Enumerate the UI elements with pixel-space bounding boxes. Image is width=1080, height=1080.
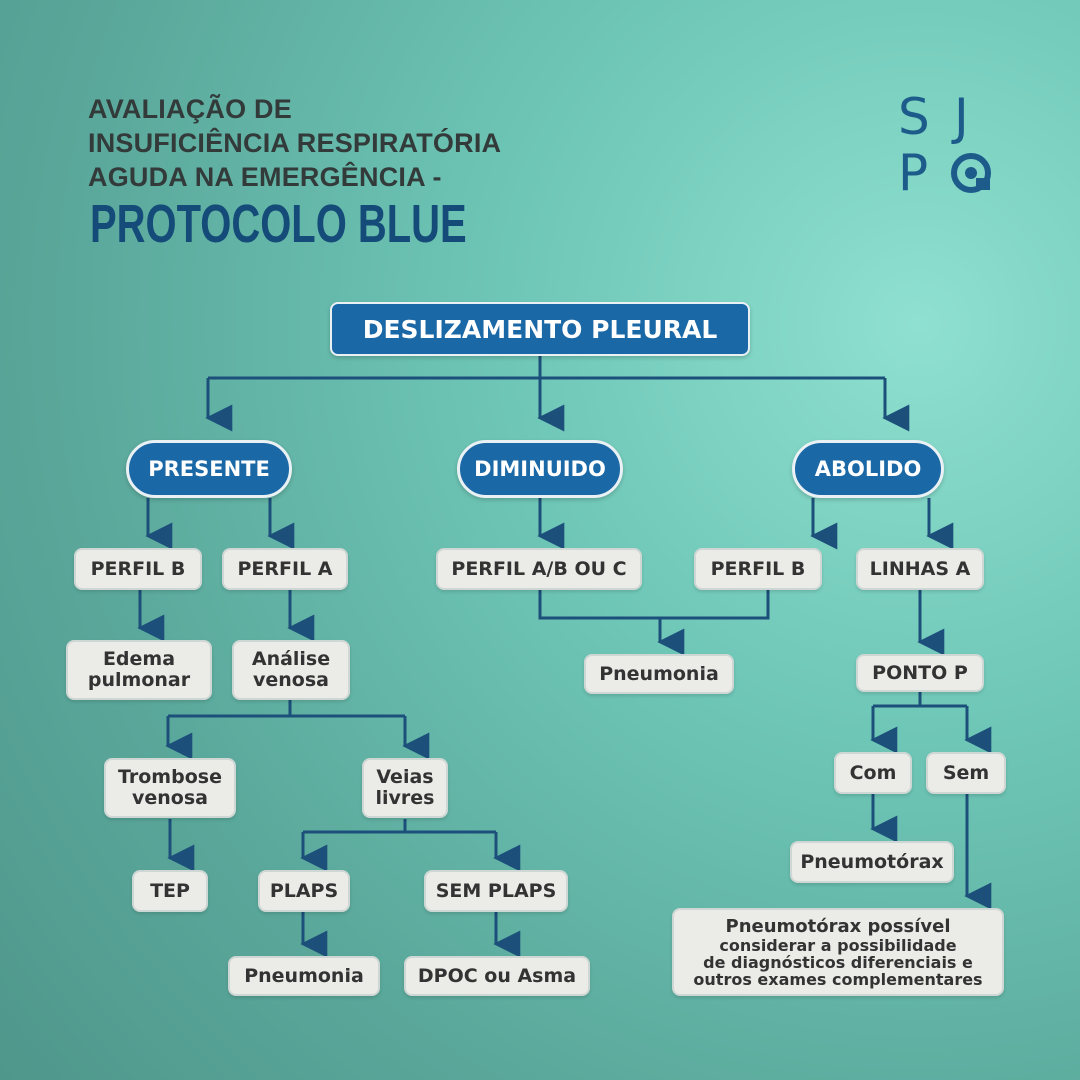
sjp-logo: S J P <box>896 92 996 202</box>
pneumonia-bottom-label: Pneumonia <box>244 964 364 987</box>
analise-line-1: Análise <box>251 648 331 670</box>
title-line-2: INSUFICIÊNCIA RESPIRATÓRIA <box>88 128 502 158</box>
pneumotorax-label: Pneumotórax <box>800 850 944 873</box>
possivel-line-2: considerar a possibilidade <box>719 936 957 955</box>
title-line-1: AVALIAÇÃO DE <box>88 94 292 124</box>
ponto-p-label: PONTO P <box>872 661 968 684</box>
tep-label: TEP <box>150 879 190 902</box>
trombose-line-2: venosa <box>132 787 208 809</box>
perfil-b-left-node: PERFIL B <box>74 548 202 590</box>
target-icon <box>951 153 991 193</box>
logo-letter-j: J <box>954 88 969 146</box>
ponto-p-node: PONTO P <box>856 654 984 692</box>
page-title: AVALIAÇÃO DE INSUFICIÊNCIA RESPIRATÓRIA … <box>88 92 501 194</box>
trombose-line-1: Trombose <box>118 766 222 788</box>
edema-line-2: pulmonar <box>87 669 191 691</box>
root-node: DESLIZAMENTO PLEURAL <box>330 302 750 356</box>
veias-node: Veias livres <box>362 758 448 818</box>
pneumotorax-possivel-node: Pneumotórax possível considerar a possib… <box>672 908 1004 996</box>
pneumonia-mid-node: Pneumonia <box>584 654 734 694</box>
plaps-node: PLAPS <box>258 870 350 912</box>
presente-node: PRESENTE <box>126 440 292 498</box>
perfil-b-left-label: PERFIL B <box>90 557 186 580</box>
perfil-abc-label: PERFIL A/B OU C <box>451 557 627 580</box>
analise-node: Análise venosa <box>232 640 350 700</box>
title-line-3: AGUDA NA EMERGÊNCIA - <box>88 162 442 192</box>
logo-letter-p: P <box>898 144 929 202</box>
diminuido-label: DIMINUIDO <box>474 457 606 481</box>
abolido-label: ABOLIDO <box>814 457 922 481</box>
trombose-node: Trombose venosa <box>104 758 236 818</box>
com-node: Com <box>834 752 912 794</box>
tep-node: TEP <box>132 870 208 912</box>
possivel-line-1: Pneumotórax possível <box>725 916 951 937</box>
pneumotorax-node: Pneumotórax <box>790 841 954 883</box>
logo-letter-s: S <box>898 88 930 146</box>
presente-label: PRESENTE <box>148 457 270 481</box>
edema-node: Edema pulmonar <box>66 640 212 700</box>
plaps-label: PLAPS <box>269 879 339 902</box>
possivel-line-4: outros exames complementares <box>693 970 983 989</box>
linhas-a-node: LINHAS A <box>856 548 984 590</box>
page-subtitle: PROTOCOLO BLUE <box>90 194 467 254</box>
perfil-b-right-node: PERFIL B <box>694 548 822 590</box>
dpoc-node: DPOC ou Asma <box>404 956 590 996</box>
sem-label: Sem <box>942 761 990 784</box>
sem-node: Sem <box>926 752 1006 794</box>
root-label: DESLIZAMENTO PLEURAL <box>362 314 718 344</box>
edema-line-1: Edema <box>102 648 176 670</box>
analise-line-2: venosa <box>253 669 329 691</box>
perfil-abc-node: PERFIL A/B OU C <box>436 548 642 590</box>
perfil-b-right-label: PERFIL B <box>710 557 806 580</box>
abolido-node: ABOLIDO <box>792 440 944 498</box>
perfil-a-node: PERFIL A <box>222 548 348 590</box>
sem-plaps-label: SEM PLAPS <box>435 879 557 902</box>
possivel-line-3: de diagnósticos diferenciais e <box>703 953 973 972</box>
perfil-a-label: PERFIL A <box>237 557 333 580</box>
veias-line-2: livres <box>375 787 435 809</box>
veias-line-1: Veias <box>376 766 434 788</box>
linhas-a-label: LINHAS A <box>869 557 971 580</box>
pneumonia-mid-label: Pneumonia <box>599 662 719 685</box>
dpoc-label: DPOC ou Asma <box>417 964 577 987</box>
pneumonia-bottom-node: Pneumonia <box>228 956 380 996</box>
com-label: Com <box>849 761 897 784</box>
sem-plaps-node: SEM PLAPS <box>424 870 568 912</box>
diminuido-node: DIMINUIDO <box>457 440 623 498</box>
